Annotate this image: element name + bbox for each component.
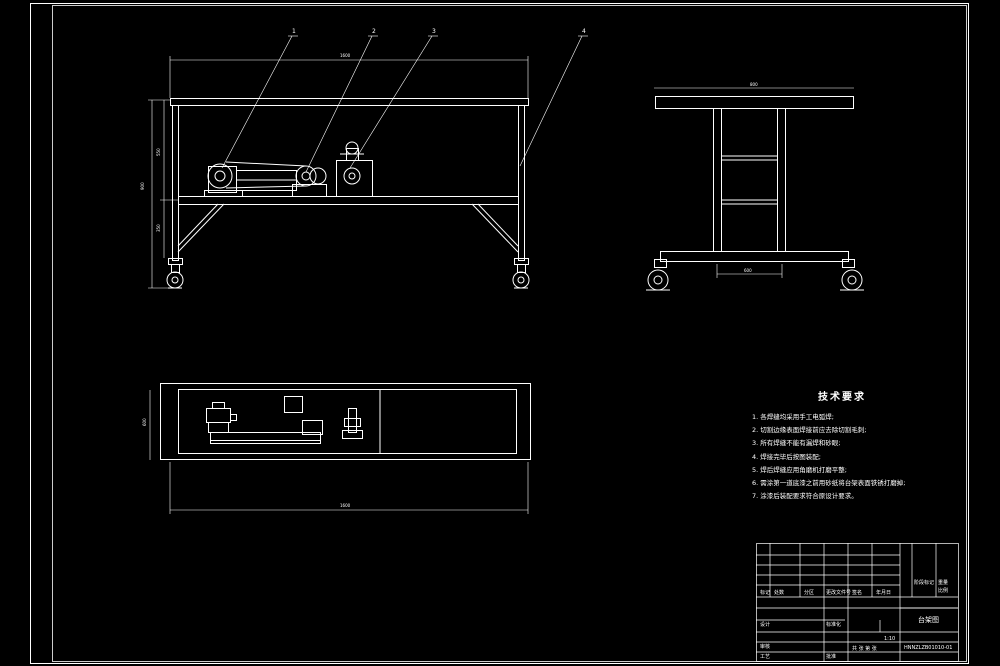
drawing-number: HNNZLZB01010-01: [904, 645, 953, 651]
header-change-doc: 更改文件号: [826, 590, 852, 596]
front-view: [148, 35, 588, 289]
dim-side-top: 800: [750, 82, 758, 87]
callout-1: 1: [292, 28, 296, 35]
technical-requirements: 技术要求 1. 各焊缝均采用手工电弧焊; 2. 切割边缘表面焊接前应去除切割毛刺…: [752, 388, 962, 503]
scale-label: 比例: [938, 588, 949, 594]
dim-plan-length: 1600: [340, 503, 351, 508]
requirement-item-7: 7. 涂漆后装配要求符合原设计要求。: [752, 492, 858, 501]
header-zone: 分区: [804, 590, 815, 596]
requirement-item-1: 1. 各焊缝均采用手工电弧焊;: [752, 413, 834, 421]
dim-plan-depth: 600: [142, 418, 147, 426]
dim-front-top: 1600: [340, 53, 351, 58]
drawing-name: 台架图: [918, 616, 939, 624]
requirement-item-4: 4. 焊接完毕后按图装配;: [752, 452, 821, 461]
outer-border: [30, 3, 969, 664]
dim-side-bottom: 600: [744, 268, 752, 273]
standard-label: 标准化: [826, 622, 842, 628]
process-label: 工艺: [760, 654, 771, 660]
plan-view: [149, 383, 531, 514]
inner-border: [52, 5, 967, 662]
header-sign: 签名: [852, 590, 863, 596]
side-view: [646, 87, 864, 291]
header-date: 年月日: [876, 590, 892, 596]
callout-2: 2: [372, 28, 376, 35]
designer-label: 设计: [760, 622, 771, 628]
sheet-count: 共 张 第 张: [852, 646, 877, 652]
dim-front-height: 900: [140, 182, 145, 190]
stage-mark-label: 阶段标记: [914, 580, 935, 586]
requirement-item-6: 6. 需涂第一道底漆之前用砂纸将台架表面铁锈打磨掉;: [752, 479, 906, 488]
requirement-item-2: 2. 切割边缘表面焊接前应去除切割毛刺;: [752, 426, 867, 435]
requirement-item-5: 5. 焊后焊缝应用角磨机打磨平整;: [752, 465, 847, 474]
dim-front-lower: 350: [156, 224, 161, 232]
technical-requirements-title: 技术要求: [818, 392, 866, 403]
scale-value: 1:10: [884, 636, 896, 642]
callout-4: 4: [582, 28, 586, 35]
callout-3: 3: [432, 28, 436, 35]
header-count: 处数: [774, 590, 785, 596]
weight-label: 重量: [938, 580, 949, 586]
requirement-item-3: 3. 所有焊缝不能有漏焊和砂眼;: [752, 439, 841, 448]
header-mark: 标记: [760, 590, 771, 596]
approve-label: 批准: [826, 654, 837, 660]
dim-front-upper: 550: [156, 148, 161, 156]
review-label: 审核: [760, 644, 771, 650]
title-block: [756, 543, 959, 662]
